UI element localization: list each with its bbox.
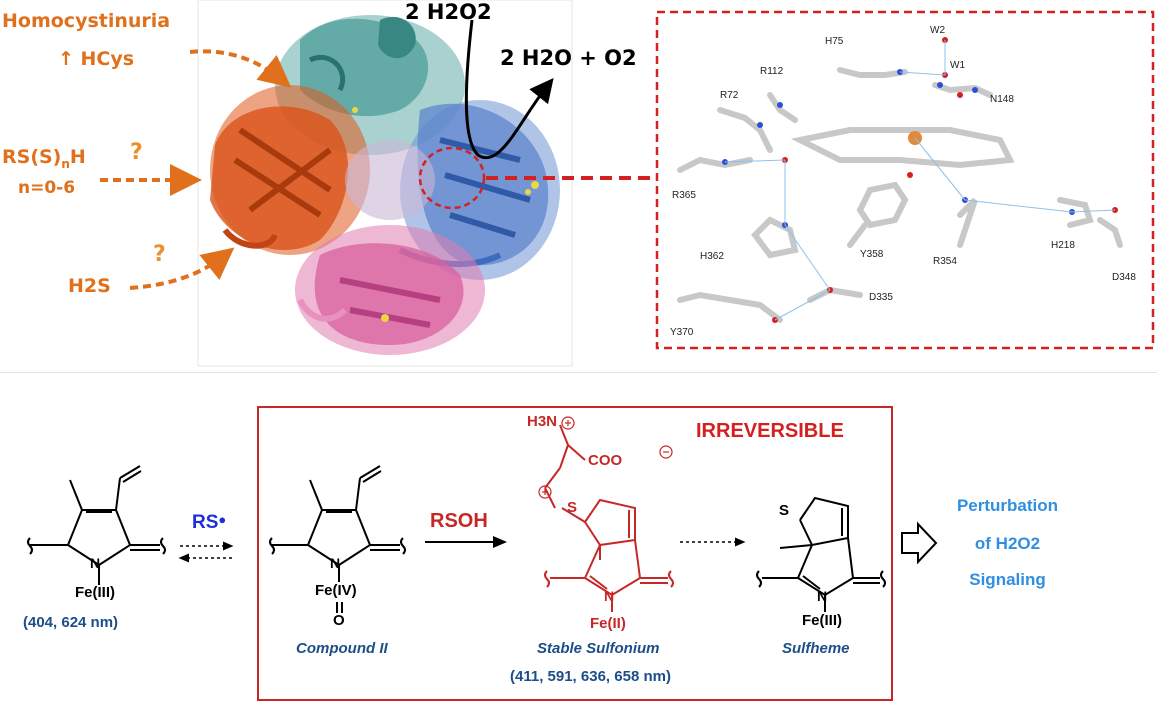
h2o2-label: 2 H2O2 bbox=[405, 0, 492, 24]
rs-sn-h-label: RS(S)nH bbox=[2, 146, 86, 171]
coo-label: COO bbox=[588, 452, 623, 469]
oxo-label: O bbox=[333, 612, 345, 629]
pyrrole-n-4: N bbox=[817, 588, 828, 604]
products-label: 2 H2O + O2 bbox=[500, 46, 637, 70]
question-mark-3: ? bbox=[153, 242, 166, 267]
protein-structure-figure bbox=[100, 0, 1155, 367]
pink-subunit bbox=[295, 225, 485, 355]
equilibrium-arrows bbox=[178, 541, 234, 563]
residue-label-d335: D335 bbox=[869, 292, 893, 303]
pyrrole-n-2: N bbox=[330, 555, 341, 571]
fe2-label: Fe(II) bbox=[590, 615, 626, 632]
hcys-label: ↑ HCys bbox=[58, 48, 135, 70]
heme-fragment-fe3 bbox=[27, 465, 166, 585]
perturbation-line-3: Signaling bbox=[969, 570, 1046, 589]
pyrrole-n-1: N bbox=[90, 555, 101, 571]
heme-spots bbox=[352, 107, 539, 322]
residue-label-r112: R112 bbox=[760, 66, 784, 77]
residue-label-h362: H362 bbox=[700, 251, 724, 262]
fe4-label: Fe(IV) bbox=[315, 582, 357, 599]
homocystinuria-label: Homocystinuria bbox=[2, 10, 171, 32]
residue-label-d348: D348 bbox=[1112, 272, 1136, 283]
residue-label-w1: W1 bbox=[950, 60, 965, 71]
n-range-label: n=0-6 bbox=[18, 178, 76, 198]
residue-label-h218: H218 bbox=[1051, 240, 1075, 251]
sulfheme-fragment bbox=[756, 496, 886, 612]
sulfonium-fragment bbox=[544, 424, 674, 612]
reaction-scheme bbox=[27, 406, 938, 701]
sulfheme-s-label: S bbox=[779, 502, 790, 519]
fe3-wavelengths: (404, 624 nm) bbox=[23, 614, 119, 631]
residue-label-r72: R72 bbox=[720, 90, 739, 101]
residue-label-r354: R354 bbox=[933, 256, 957, 267]
residue-label-h75: H75 bbox=[825, 36, 844, 47]
residue-label-y358: Y358 bbox=[860, 249, 884, 260]
charge-circles bbox=[538, 416, 673, 499]
pyrrole-n-3: N bbox=[604, 588, 615, 604]
stable-sulfonium-label: Stable Sulfonium bbox=[537, 640, 660, 657]
residue-sticks bbox=[677, 67, 1123, 323]
irreversible-box bbox=[257, 406, 893, 701]
residue-label-w2: W2 bbox=[930, 25, 945, 36]
heme-fragment-fe4 bbox=[269, 465, 406, 613]
irreversible-label: IRREVERSIBLE bbox=[696, 420, 844, 442]
homocystinuria-arrow bbox=[189, 49, 292, 88]
h2s-arrow bbox=[129, 247, 235, 290]
outcome-arrow bbox=[901, 521, 938, 565]
section-divider bbox=[0, 372, 1157, 373]
active-site-detail-box bbox=[655, 10, 1155, 350]
perturbation-line-1: Perturbation bbox=[956, 496, 1059, 515]
fe3-label: Fe(III) bbox=[75, 584, 115, 601]
question-mark-2: ? bbox=[130, 140, 143, 165]
sulfonium-wavelengths: (411, 591, 636, 658 nm) bbox=[510, 668, 671, 685]
sulfheme-label: Sulfheme bbox=[782, 640, 850, 657]
residue-label-r365: R365 bbox=[672, 190, 696, 201]
h3n-label: H3N bbox=[527, 413, 558, 430]
perturbation-line-2: of H2O2 bbox=[974, 534, 1041, 553]
sulfonium-s-label: S bbox=[567, 499, 578, 516]
sulfheme-fe3-label: Fe(III) bbox=[802, 612, 842, 629]
residue-label-n148: N148 bbox=[990, 94, 1014, 105]
compound-ii-label: Compound II bbox=[296, 640, 388, 657]
hydrogen-bonds bbox=[724, 40, 1116, 321]
orange-subunit bbox=[210, 85, 370, 255]
h2s-label: H2S bbox=[68, 275, 111, 297]
catalase-reaction-arrow bbox=[464, 19, 554, 159]
residue-label-y370: Y370 bbox=[670, 327, 694, 338]
active-site-circle bbox=[418, 146, 486, 210]
rsoh-label: RSOH bbox=[430, 510, 488, 532]
rs-radical-label: RS● bbox=[192, 512, 227, 533]
